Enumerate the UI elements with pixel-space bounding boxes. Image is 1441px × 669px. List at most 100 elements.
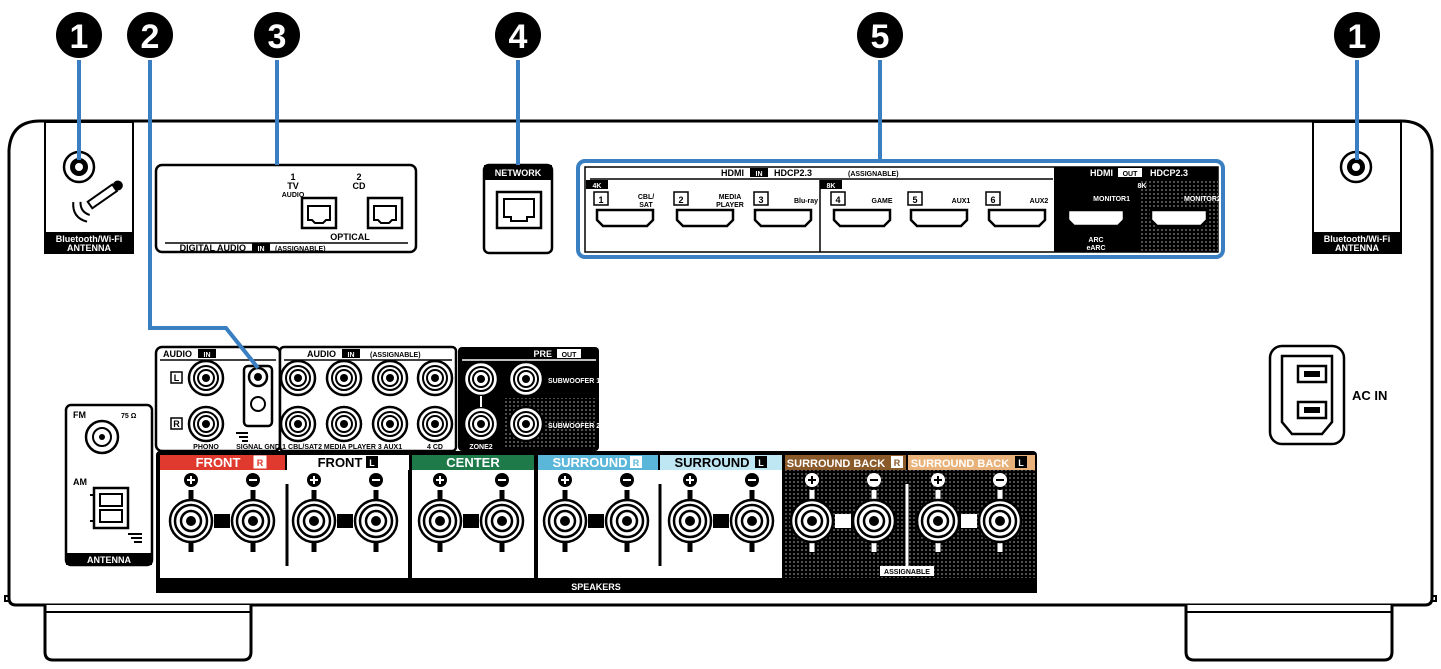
speaker-terminal-pair-center[interactable] <box>417 473 525 552</box>
speaker-surround-back-l-label: SURROUND BACK <box>911 458 1009 470</box>
speaker-terminal-pair-surround-l[interactable] <box>667 473 775 552</box>
speaker-center: CENTER <box>412 455 534 470</box>
speaker-surround-back-r-side: R <box>894 458 901 468</box>
optical-2-label-cd: CD <box>353 181 366 191</box>
network-port[interactable]: NETWORK <box>482 163 554 255</box>
svg-text:5: 5 <box>871 18 890 56</box>
optical-1-number: 1 <box>290 172 295 182</box>
phono-l-jack[interactable] <box>187 359 225 397</box>
hdmi-out-badge: OUT <box>1123 171 1139 178</box>
hdmi-out-8k-tag: 8K <box>1138 183 1147 190</box>
hdmi-in-1-label-2: SAT <box>639 202 653 209</box>
phono-input-panel: AUDIO IN L R PHONO SIGNAL GND <box>154 345 282 453</box>
speaker-terminal-pair-front-r[interactable] <box>168 473 276 552</box>
hdmi-out-monitor1[interactable] <box>1066 208 1126 228</box>
speaker-surround-r: SURROUND R <box>538 455 658 470</box>
audio-in-4-label: 4 CD <box>427 444 443 451</box>
hdmi-in-port-2[interactable]: 2 MEDIA PLAYER <box>673 191 744 228</box>
phono-l-label: L <box>174 373 180 383</box>
hdmi-in-port-5[interactable]: 5 AUX1 <box>907 191 970 228</box>
speaker-center-label: CENTER <box>446 455 500 470</box>
hdmi-out-monitor2[interactable] <box>1149 208 1209 228</box>
callout-4: 4 <box>495 12 541 58</box>
hdmi-in-2-label: MEDIA <box>719 194 742 201</box>
am-fm-antenna-footer: ANTENNA <box>87 555 131 565</box>
am-antenna-terminal[interactable] <box>90 486 130 530</box>
audio-in-2-label: 2 MEDIA PLAYER <box>318 444 376 451</box>
hdmi-in-6-number: 6 <box>990 195 995 205</box>
ac-inlet[interactable]: AC IN <box>1268 344 1387 446</box>
antenna-right-label-2: ANTENNA <box>1335 243 1379 253</box>
surround-back-assignable-label: ASSIGNABLE <box>884 569 930 576</box>
speaker-front-l-label: FRONT <box>318 455 363 470</box>
speaker-terminal-pair-surround-r[interactable] <box>542 473 650 552</box>
zone2-label: ZONE2 <box>469 444 492 451</box>
hdmi-out-title: HDMI <box>1090 168 1113 178</box>
audio-in-3-r-jack[interactable] <box>371 405 409 443</box>
digital-audio-assignable: (ASSIGNABLE) <box>275 246 326 253</box>
digital-audio-footer: DIGITAL AUDIO <box>180 243 246 253</box>
optical-input-1[interactable] <box>300 196 338 230</box>
hdmi-in-port-6[interactable]: 6 AUX2 <box>985 191 1049 228</box>
antenna-left-label-1: Bluetooth/Wi-Fi <box>56 234 122 244</box>
callout-badges: 1 2 3 4 5 1 <box>56 12 1380 58</box>
hdmi-in-title: HDMI <box>721 168 744 178</box>
antenna-icon <box>72 180 123 223</box>
optical-2-number: 2 <box>356 172 361 182</box>
audio-in-1-l-jack[interactable] <box>279 359 317 397</box>
speaker-terminals <box>168 473 1023 552</box>
subwoofer-1-jack[interactable] <box>507 360 545 398</box>
svg-text:1: 1 <box>1348 18 1367 56</box>
zone2-r-jack[interactable] <box>462 405 500 443</box>
hdmi-in-hdcp: HDCP2.3 <box>774 168 812 178</box>
callout-1-right: 1 <box>1334 12 1380 58</box>
hdmi-out-hdcp: HDCP2.3 <box>1150 168 1188 178</box>
optical-input-2[interactable] <box>366 196 404 230</box>
foot-right <box>1184 605 1394 662</box>
antenna-connector-left[interactable]: Bluetooth/Wi-Fi ANTENNA <box>44 121 134 254</box>
phono-r-jack[interactable] <box>187 405 225 443</box>
audio-in-1-label: 1 CBL/SAT <box>282 444 318 451</box>
subwoofer-1-label: SUBWOOFER 1 <box>548 378 600 385</box>
speaker-terminal-pair-surround-back-l[interactable] <box>915 473 1023 552</box>
zone2-l-jack[interactable] <box>462 360 500 398</box>
signal-gnd-terminal[interactable] <box>242 364 274 428</box>
hdmi-in-port-3[interactable]: 3 Blu-ray <box>753 191 818 228</box>
audio-in-4-l-jack[interactable] <box>416 359 454 397</box>
fm-ohm-label: 75 Ω <box>121 413 137 420</box>
speaker-terminal-pair-surround-back-r[interactable] <box>789 473 897 552</box>
hdmi-in-3-number: 3 <box>758 195 763 205</box>
audio-in-badge: IN <box>348 352 355 359</box>
speaker-front-r-side: R <box>257 458 264 468</box>
phono-label: PHONO <box>193 444 219 451</box>
pre-out-badge: OUT <box>562 352 578 359</box>
hdmi-in-1-label: CBL/ <box>638 194 654 201</box>
speaker-surround-l-side: L <box>758 458 764 468</box>
phono-in-badge: IN <box>204 352 211 359</box>
audio-in-2-r-jack[interactable] <box>325 405 363 443</box>
fm-am-antenna-panel: FM 75 Ω AM ANTENNA <box>64 403 154 567</box>
optical-1-label-audio: AUDIO <box>282 192 305 199</box>
speaker-terminal-pair-front-l[interactable] <box>291 473 399 552</box>
hdmi-in-port-4[interactable]: 4 GAME <box>830 191 893 228</box>
audio-in-assignable-panel: AUDIO IN (ASSIGNABLE) 1 CBL/SAT 2 MEDIA … <box>278 345 458 453</box>
hdmi-in-1-number: 1 <box>598 195 603 205</box>
digital-audio-in-badge: IN <box>258 246 265 253</box>
svg-text:1: 1 <box>70 18 89 56</box>
digital-audio-in-panel: 1 TV AUDIO 2 CD OPTICAL DIGITAL AUDIO IN… <box>154 163 418 254</box>
audio-in-2-l-jack[interactable] <box>325 359 363 397</box>
audio-in-1-r-jack[interactable] <box>279 405 317 443</box>
audio-in-4-r-jack[interactable] <box>416 405 454 443</box>
subwoofer-2-jack[interactable] <box>507 405 545 443</box>
speaker-surround-l: SURROUND L <box>660 455 782 470</box>
hdmi-in-2-number: 2 <box>678 195 683 205</box>
audio-in-3-l-jack[interactable] <box>371 359 409 397</box>
hdmi-out-earc-label: eARC <box>1086 245 1105 252</box>
antenna-left-label-2: ANTENNA <box>67 243 111 253</box>
svg-text:2: 2 <box>141 18 160 56</box>
phono-audio-title: AUDIO <box>163 349 192 359</box>
hdmi-in-port-1[interactable]: 1 CBL/ SAT <box>593 191 655 228</box>
fm-antenna-jack[interactable] <box>84 419 120 455</box>
hdmi-in-6-label: AUX2 <box>1030 198 1049 205</box>
